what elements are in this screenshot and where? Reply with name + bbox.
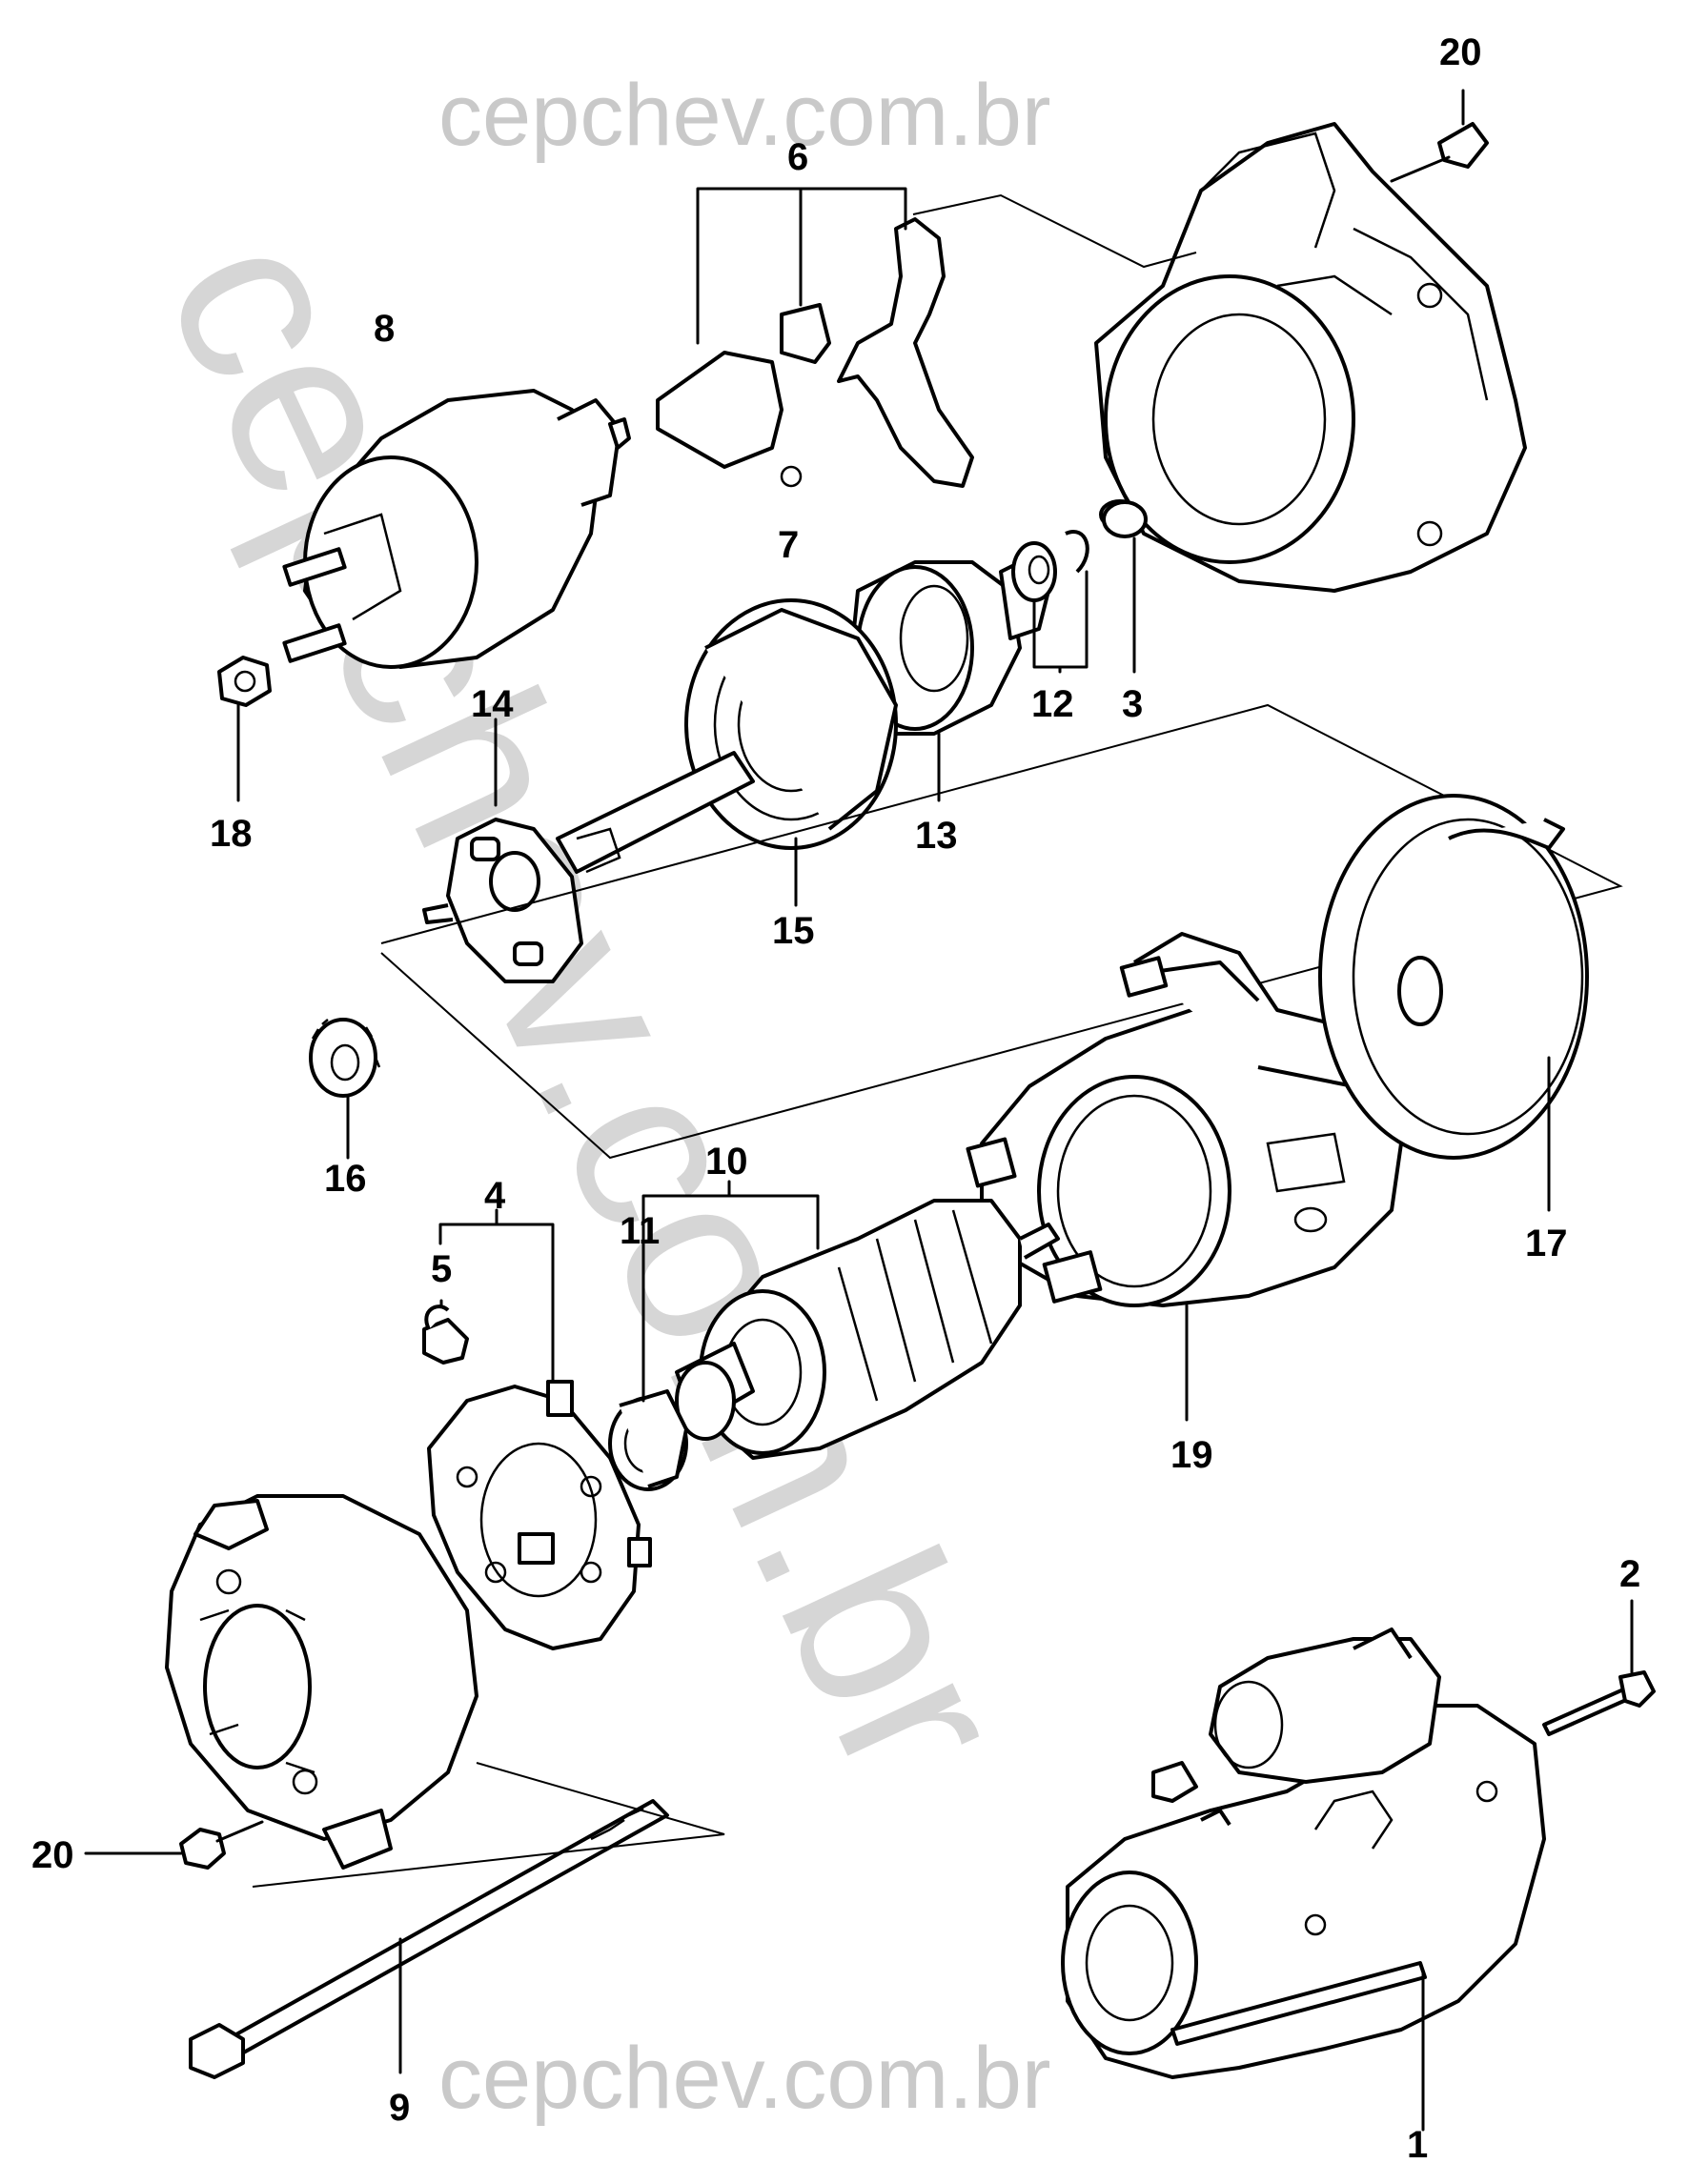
nut-18 [217,656,272,802]
callout-2: 2 [1619,1553,1640,1595]
callout-16: 16 [324,1158,367,1200]
callout-20-top: 20 [1439,31,1482,73]
callout-13: 13 [915,815,958,857]
watermark-top: cepchev.com.br [438,67,1051,164]
brush-holder-4 [427,1208,652,1650]
screw-20-bottom [84,1820,264,1870]
pinion-16 [309,1018,381,1160]
callout-6: 6 [787,136,808,178]
group-outline-14-15 [380,703,1623,1160]
watermark-bottom: cepchev.com.br [438,2030,1051,2127]
solenoid [282,389,631,669]
callout-4: 4 [484,1175,506,1217]
callout-9: 9 [389,2087,410,2129]
callout-17: 17 [1525,1223,1568,1264]
callout-8: 8 [374,308,395,350]
callout-3: 3 [1122,683,1143,725]
brush-spring-5 [422,1299,469,1365]
retaining-ring-12 [1011,530,1089,674]
bearing-11 [608,1237,688,1491]
callout-19: 19 [1170,1434,1213,1476]
yoke-19 [966,932,1403,1422]
armature-10 [675,1199,1060,1460]
rear-seal-17 [1318,794,1589,1212]
callout-14: 14 [471,683,514,725]
internal-gear-15 [684,598,898,907]
callout-5: 5 [431,1248,452,1290]
callout-18: 18 [210,813,253,855]
through-bolt-9 [189,1762,725,2079]
planet-carrier-14 [422,718,755,983]
bracket-6 [696,187,907,345]
shift-lever-set [656,193,1197,488]
callout-1: 1 [1407,2124,1428,2166]
bushing-3 [1102,500,1148,674]
bolt-2 [1542,1599,1656,1736]
callout-20-bottom: 20 [31,1834,74,1876]
drive-end-housing [1094,122,1527,593]
callout-15: 15 [772,910,815,952]
callout-7: 7 [778,524,799,566]
end-cover [165,1494,478,1870]
callout-10: 10 [705,1141,748,1183]
screw-20-top [1390,89,1489,183]
assembled-starter [1061,1628,1546,2132]
callout-11: 11 [620,1210,660,1252]
callout-12: 12 [1031,683,1074,725]
